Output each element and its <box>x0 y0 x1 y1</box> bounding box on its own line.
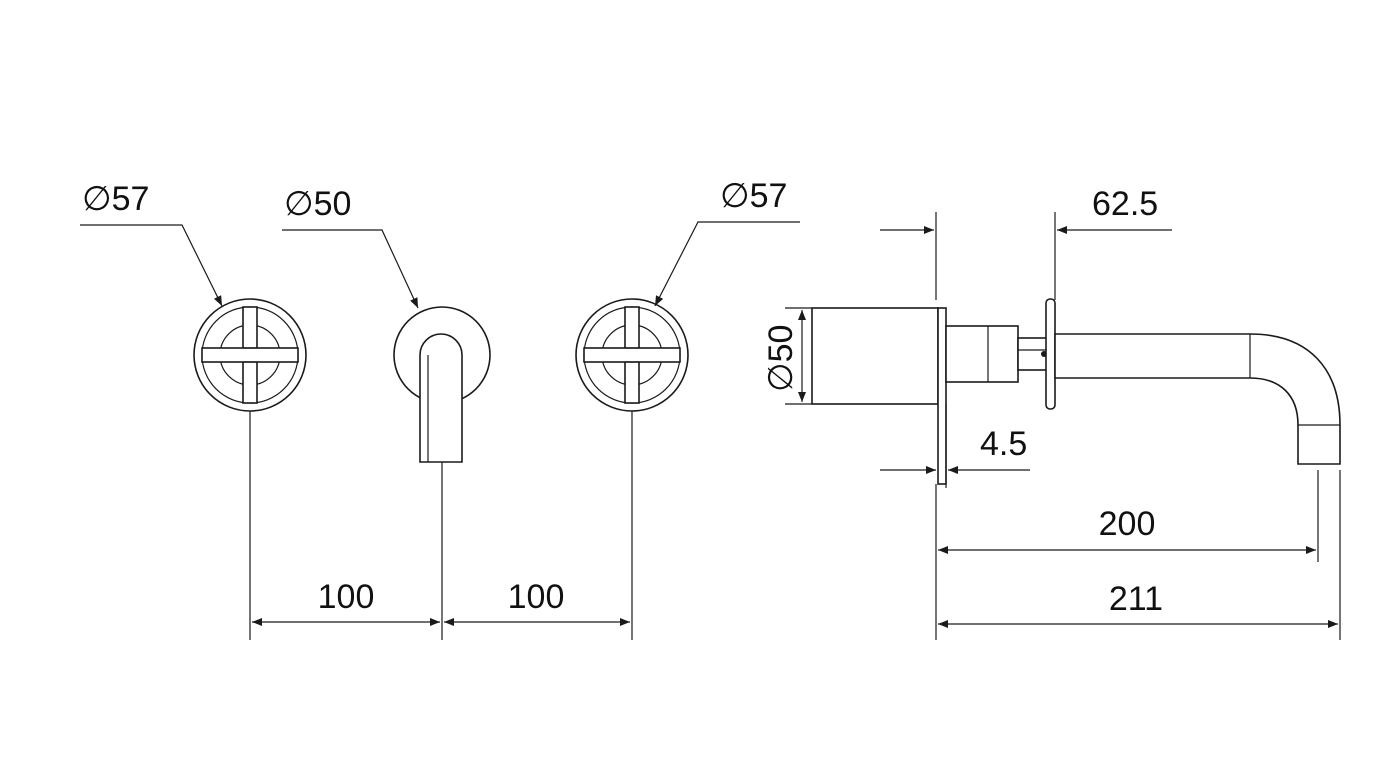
spacing-right-label: 100 <box>508 578 565 616</box>
right-handle-diameter-label: ∅57 <box>720 177 787 215</box>
front-view: ∅57 ∅50 ∅57 100 100 <box>80 177 800 640</box>
depth-label: 62.5 <box>1092 185 1158 223</box>
spout <box>1054 333 1341 465</box>
side-view: 62.5 ∅50 4.5 200 211 <box>762 185 1341 640</box>
left-handle <box>193 298 307 412</box>
thickness-label: 4.5 <box>980 425 1027 463</box>
wall-body <box>811 307 939 405</box>
reach-label: 200 <box>1099 505 1156 543</box>
spout-plate-diameter-label: ∅50 <box>284 185 351 223</box>
cartridge <box>945 325 1019 383</box>
overall-label: 211 <box>1109 580 1163 618</box>
wall-plate <box>937 307 947 485</box>
right-handle <box>575 298 689 412</box>
leader-right-diameter <box>654 221 800 307</box>
spout-plate <box>393 306 491 463</box>
side-plate-diameter-label: ∅50 <box>762 325 800 392</box>
leader-center-diameter <box>282 229 419 309</box>
left-handle-diameter-label: ∅57 <box>82 180 149 218</box>
spout-escutcheon <box>1045 298 1056 410</box>
spacing-left-label: 100 <box>318 578 375 616</box>
leader-left-diameter <box>80 224 223 307</box>
